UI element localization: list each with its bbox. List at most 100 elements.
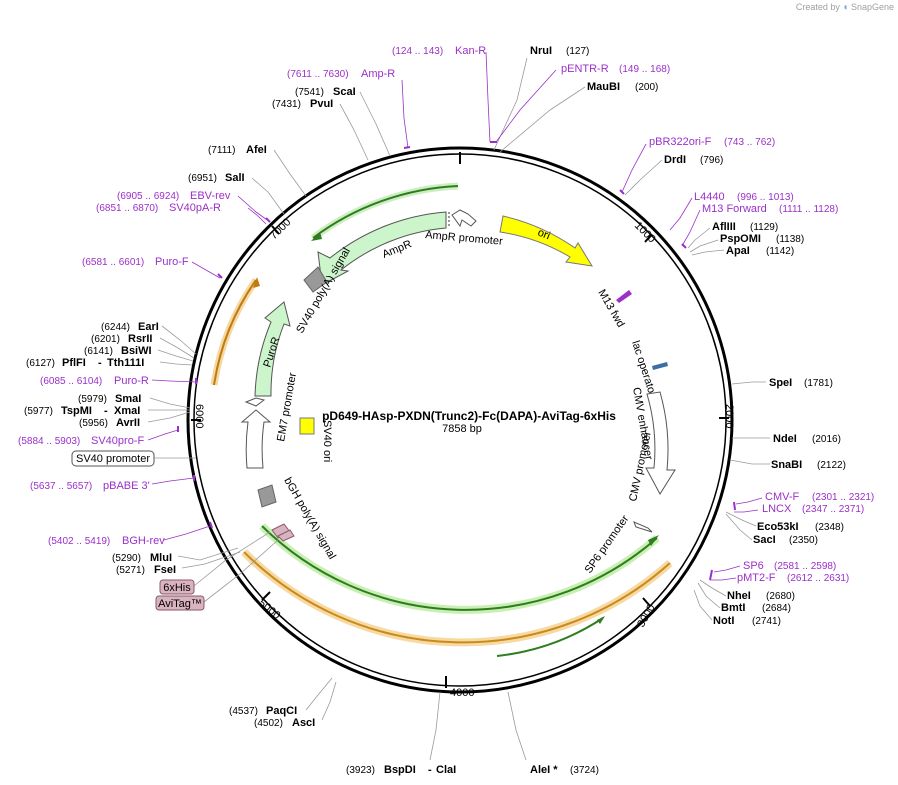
- primer-lncx-range: (2347 .. 2371): [802, 504, 864, 515]
- enzyme-asci-pos: (4502): [254, 718, 283, 729]
- orf-ampr-arrowhead: [311, 232, 322, 241]
- line-noti: [693, 589, 713, 621]
- feature-label-sv40-ori: SV40 ori: [321, 420, 333, 462]
- line-sp6: [713, 565, 741, 573]
- line-cmv-f: [735, 497, 763, 505]
- enzyme-drdi-name: DrdI: [664, 154, 686, 166]
- primer-pmt2-f-range: (2612 .. 2631): [787, 573, 849, 584]
- enzyme-maubi-pos: (200): [635, 82, 658, 93]
- feature-ampr-promoter[interactable]: [451, 209, 477, 228]
- line-eco53ki: [725, 511, 757, 527]
- primer-pmt2-f-name: pMT2-F: [737, 572, 776, 584]
- enzyme-pflfi-pos: (6127): [26, 358, 55, 369]
- enzyme-snabi-name: SnaBI: [771, 459, 802, 471]
- tick-label-5000: 5000: [256, 597, 282, 622]
- enzyme-scai-name: ScaI: [333, 86, 356, 98]
- line-maubi: [499, 86, 586, 153]
- enzyme-pvui-name: PvuI: [310, 98, 333, 110]
- enzyme-alei-name: AleI *: [530, 764, 558, 776]
- enzyme-smai-pos: (5979): [78, 394, 107, 405]
- line-pvui: [339, 103, 369, 161]
- enzyme-tth111i-dash: -: [98, 357, 102, 369]
- orf-puror: [213, 279, 257, 386]
- tick-5000: [261, 591, 271, 601]
- enzyme-asci-name: AscI: [292, 717, 315, 729]
- feature-bgh-polya[interactable]: [257, 484, 277, 508]
- box-sv40-promoter[interactable]: [71, 450, 155, 467]
- enzyme-apai-pos: (1142): [766, 246, 794, 257]
- enzyme-avrii-pos: (5956): [79, 418, 108, 429]
- line-pmt2-f: [710, 577, 737, 581]
- feature-sv40-ori[interactable]: [299, 417, 315, 435]
- enzyme-afei-pos: (7111): [208, 145, 235, 156]
- connector-lines: [147, 51, 770, 761]
- feature-label-cmv-promoter: CMV promoter: [627, 430, 654, 503]
- line-kan-r: [485, 51, 491, 143]
- line-smai: [149, 397, 191, 409]
- line-paqci: [305, 677, 333, 711]
- primer-sv40pro-f-name: SV40pro-F: [91, 435, 144, 447]
- enzyme-nrui-pos: (127): [566, 46, 589, 57]
- snapgene-logo-icon: ◖: [842, 2, 849, 13]
- primer-l4440-name: L4440: [694, 191, 725, 203]
- tick-label-2000: 2000: [723, 404, 735, 428]
- line-m13-forward: [681, 209, 701, 247]
- box-6xhis[interactable]: [159, 579, 195, 595]
- enzyme-afliii-pos: (1129): [750, 222, 778, 233]
- feature-puror[interactable]: [254, 301, 291, 397]
- enzyme-spei-name: SpeI: [769, 377, 792, 389]
- enzyme-nhei-name: NheI: [727, 590, 751, 602]
- enzyme-eco53ki-pos: (2348): [815, 522, 844, 533]
- primer-sv40pa-r-range: (6851 .. 6870): [96, 203, 158, 214]
- enzyme-ndei-name: NdeI: [773, 433, 797, 445]
- enzyme-pvui-pos: (7431): [272, 99, 301, 110]
- feature-m13-fwd[interactable]: [616, 290, 632, 303]
- enzyme-tspmi-name: TspMI: [61, 405, 92, 417]
- tick-7000: [271, 225, 280, 235]
- line-scai: [359, 91, 391, 157]
- primer-sp6-range: (2581 .. 2598): [774, 561, 836, 572]
- primer-bgh-rev-name: BGH-rev: [122, 535, 165, 547]
- line-pflfi: [159, 361, 193, 366]
- feature-ori[interactable]: [499, 215, 593, 267]
- feature-label-em7-promoter: EM7 promoter: [275, 371, 299, 442]
- primer-puro-r-range: (6085 .. 6104): [40, 376, 102, 387]
- tick-marks: [191, 152, 729, 688]
- plasmid-name: pD649-HAsp-PXDN(Trunc2)-Fc(DAPA)-AviTag-…: [322, 409, 616, 423]
- line-afei: [273, 149, 307, 197]
- orf-insert-orange: [243, 551, 671, 644]
- feature-tag-arrow-2[interactable]: [277, 529, 295, 542]
- orf-inner-green-arrowhead: [597, 616, 605, 624]
- feature-sv40-polya[interactable]: [303, 266, 328, 293]
- enzyme-snabi-pos: (2122): [817, 460, 846, 471]
- feature-cmv-enhancer[interactable]: [645, 391, 676, 495]
- orf-arcs: [210, 182, 673, 657]
- feature-lac-operator[interactable]: [652, 362, 668, 370]
- enzyme-mlui-name: MluI: [150, 552, 172, 564]
- line-pspomi: [689, 239, 719, 253]
- feature-label-ampr-promoter: AmpR promoter: [425, 229, 504, 248]
- line-afliii: [687, 227, 711, 249]
- line-nhei: [699, 579, 727, 597]
- feature-sv40-promoter-arrow[interactable]: [240, 409, 272, 469]
- line-spei: [731, 381, 766, 385]
- credit-brand: SnapGene: [850, 2, 894, 12]
- feature-sp6-promoter[interactable]: [633, 521, 653, 533]
- enzyme-eari-pos: (6244): [101, 322, 130, 333]
- enzyme-sali-name: SalI: [225, 172, 245, 184]
- enzyme-noti-pos: (2741): [752, 616, 781, 627]
- line-amp-r: [401, 79, 409, 149]
- enzyme-maubi-name: MauBI: [587, 81, 620, 93]
- tick-label-4000: 4000: [450, 687, 474, 699]
- box-avitag[interactable]: [155, 595, 205, 611]
- enzyme-apai-name: ApaI: [726, 245, 750, 257]
- primer-kan-r-name: Kan-R: [455, 45, 486, 57]
- primer-bgh-rev-range: (5402 .. 5419): [48, 536, 110, 547]
- boxed-labels: SV40 promoter 6xHis AviTag™: [71, 450, 205, 611]
- enzyme-nrui-name: NruI: [530, 45, 552, 57]
- enzyme-smai-name: SmaI: [115, 393, 141, 405]
- line-avitag-box: [203, 539, 279, 603]
- enzyme-bmti-name: BmtI: [721, 602, 745, 614]
- feature-em7-small[interactable]: [244, 397, 266, 407]
